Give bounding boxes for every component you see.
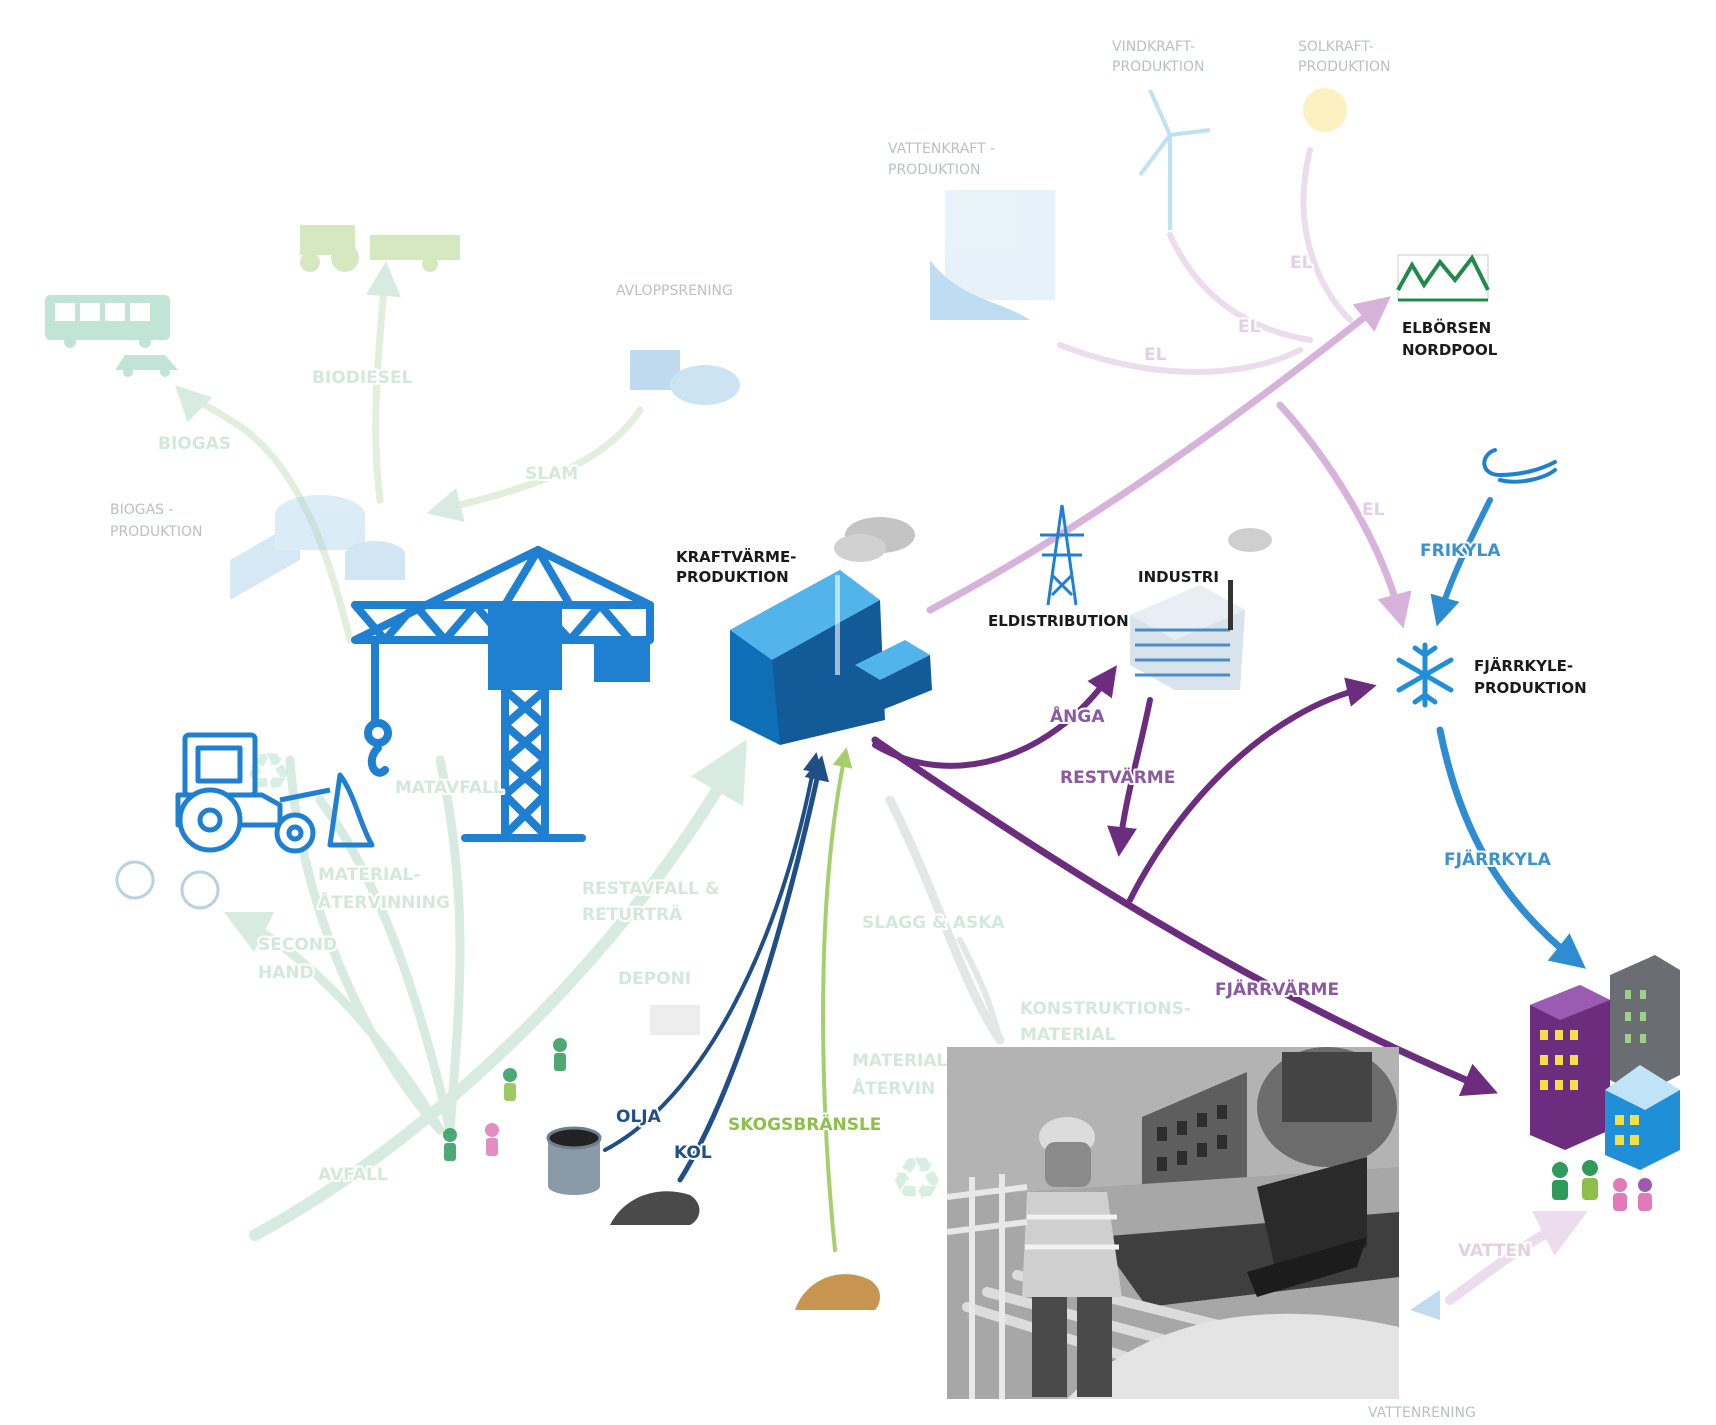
recycle-icon: ♻ bbox=[890, 1145, 944, 1215]
olja-flow-label: OLJA bbox=[616, 1107, 662, 1127]
solkraft-label-1: SOLKRAFT- bbox=[1298, 39, 1374, 55]
el-flow-label-2: EL bbox=[1144, 345, 1167, 365]
fjarrkyle-label-2: PRODUKTION bbox=[1474, 679, 1587, 697]
kraftvarme-label-2: PRODUKTION bbox=[676, 568, 789, 586]
el-flow-label-1: EL bbox=[1362, 500, 1385, 520]
factory-icon bbox=[1130, 528, 1272, 690]
people-icon bbox=[1552, 1160, 1652, 1211]
konstruktion-flow-label-1: KONSTRUKTIONS- bbox=[1020, 999, 1191, 1019]
faded-flows bbox=[175, 147, 1588, 1305]
biogas-prod-label-2: PRODUKTION bbox=[110, 524, 202, 540]
wind-swirl-icon bbox=[1482, 448, 1557, 484]
car-icon bbox=[115, 355, 178, 377]
restavfall-flow-label-2: RETURTRÄ bbox=[582, 903, 683, 925]
industri-label: INDUSTRI bbox=[1138, 568, 1219, 586]
main-flows bbox=[603, 296, 1586, 1252]
power-plant-icon bbox=[730, 517, 932, 745]
woodchip-pile-icon bbox=[795, 1274, 880, 1310]
market-chart-icon bbox=[1396, 254, 1490, 302]
el-flow-label-3: EL bbox=[1238, 317, 1261, 337]
vattenkraft-label-2: PRODUKTION bbox=[888, 162, 980, 178]
material2-flow-label-1: MATERIAL bbox=[852, 1051, 948, 1071]
solkraft-label-2: PRODUKTION bbox=[1298, 59, 1390, 75]
elborsen-label-2: NORDPOOL bbox=[1402, 341, 1498, 359]
restavfall-flow-label-1: RESTAVFALL & bbox=[582, 879, 720, 899]
biodiesel-flow-label: BIODIESEL bbox=[312, 368, 413, 388]
materialatervinning-flow-label-1: MATERIAL- bbox=[318, 865, 420, 885]
frikyla-flow-label: FRIKYLA bbox=[1420, 541, 1501, 561]
fjarrkyla-flow-label: FJÄRRKYLA bbox=[1444, 848, 1552, 870]
snowflake-icon bbox=[1396, 642, 1454, 708]
deponi-flow-label: DEPONI bbox=[618, 969, 691, 989]
biogas-prod-label-1: BIOGAS - bbox=[110, 502, 174, 518]
farm-tractor-icon bbox=[300, 225, 460, 272]
slam-flow-label: SLAM bbox=[525, 464, 578, 484]
matavfall-flow-label: MATAVFALL bbox=[395, 778, 504, 798]
hydro-dam-icon bbox=[930, 190, 1055, 320]
skogsbransle-flow-label: SKOGSBRÄNSLE bbox=[728, 1113, 881, 1135]
faded-icons: ♻ ♻ bbox=[45, 88, 1440, 1320]
eldistribution-label: ELDISTRIBUTION bbox=[988, 612, 1129, 630]
biogas-flow-label: BIOGAS bbox=[158, 434, 231, 454]
apartment-buildings-icon bbox=[1530, 955, 1680, 1170]
cyclist-icon bbox=[115, 860, 220, 910]
vatten-flow-label: VATTEN bbox=[1458, 1241, 1531, 1261]
crane-cab bbox=[488, 608, 562, 690]
fjarrvarme-flow-label: FJÄRRVÄRME bbox=[1215, 978, 1339, 1000]
biogas-facility-icon bbox=[230, 495, 405, 600]
el-flow-label-4: EL bbox=[1290, 253, 1313, 273]
kol-flow-label: KOL bbox=[674, 1143, 712, 1163]
wind-turbine-icon bbox=[1138, 89, 1211, 230]
vattenkraft-label-1: VATTENKRAFT - bbox=[888, 141, 995, 157]
vindkraft-label-2: PRODUKTION bbox=[1112, 59, 1204, 75]
water-treatment-icon bbox=[1410, 1290, 1440, 1320]
slagg-flow-label: SLAGG & ASKA bbox=[862, 913, 1005, 933]
materialatervinning-flow-label-2: ÅTERVINNING bbox=[318, 890, 450, 913]
material2-flow-label-2: ÅTERVIN bbox=[852, 1076, 935, 1099]
konstruktion-flow-label-2: MATERIAL bbox=[1020, 1025, 1116, 1045]
pylon-icon bbox=[1040, 504, 1084, 606]
fjarrkyle-label-1: FJÄRRKYLE- bbox=[1474, 656, 1573, 675]
avfall-flow-label: AVFALL bbox=[318, 1165, 388, 1185]
bus-icon bbox=[45, 295, 170, 348]
second-hand-flow-label-1: SECOND bbox=[258, 935, 337, 955]
anga-flow-label: ÅNGA bbox=[1050, 704, 1105, 727]
kraftvarme-label-1: KRAFTVÄRME- bbox=[676, 547, 796, 566]
vattenrening-label: VATTENRENING bbox=[1368, 1405, 1476, 1421]
worker-photo bbox=[947, 1047, 1399, 1399]
landfill-icon bbox=[650, 1005, 700, 1035]
sun-icon bbox=[1303, 88, 1347, 132]
sewage-plant-icon bbox=[630, 350, 740, 405]
oil-barrel-icon bbox=[546, 1126, 602, 1195]
coal-pile-icon bbox=[610, 1191, 700, 1225]
vindkraft-label-1: VINDKRAFT- bbox=[1112, 39, 1195, 55]
avloppsrening-label: AVLOPPSRENING bbox=[616, 283, 733, 299]
elborsen-label-1: ELBÖRSEN bbox=[1402, 318, 1491, 337]
restvarme-flow-label: RESTVÄRME bbox=[1060, 766, 1175, 788]
loader-tractor-icon bbox=[175, 732, 375, 854]
children-icon bbox=[443, 1038, 567, 1161]
second-hand-flow-label-2: HAND bbox=[258, 963, 314, 983]
crane-counterweight bbox=[594, 640, 650, 682]
